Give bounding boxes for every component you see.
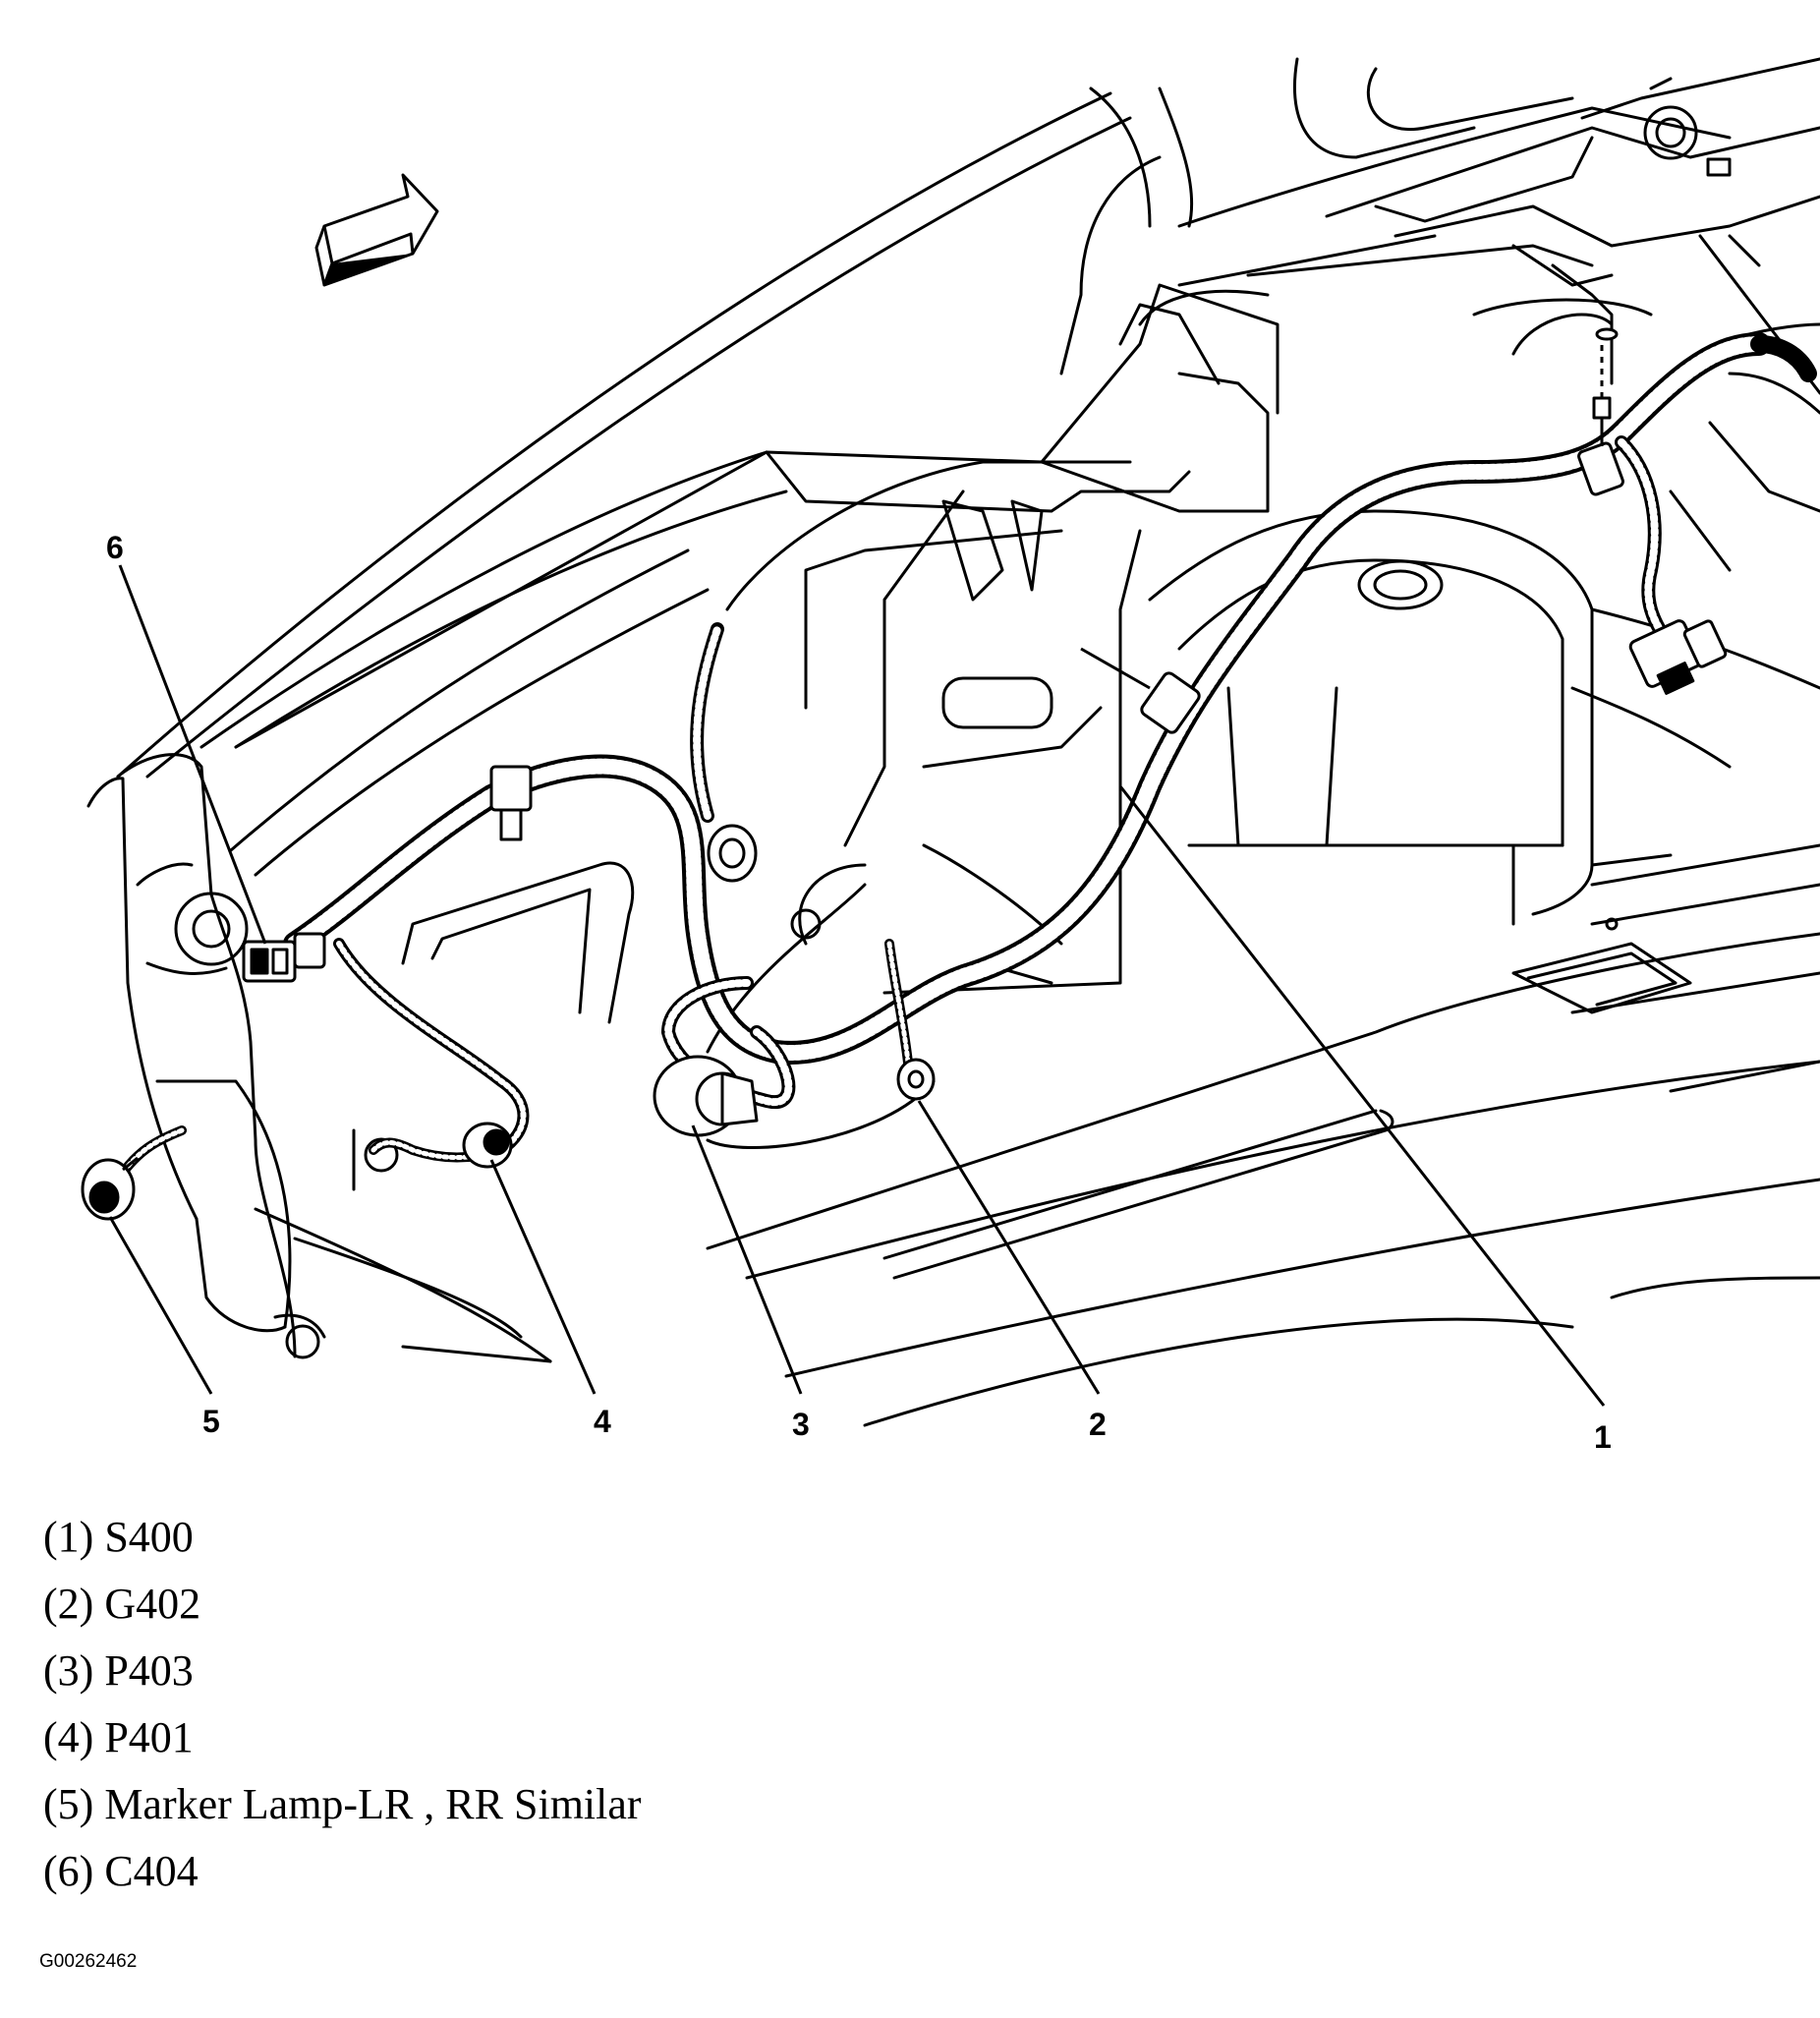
legend-item: (5) Marker Lamp-LR , RR Similar (43, 1771, 642, 1838)
wiring-harness (113, 332, 1817, 1184)
callout-2: 2 (1089, 1407, 1107, 1442)
legend-item: (3) P403 (43, 1638, 642, 1704)
harness-clip (489, 765, 533, 841)
legend-number: (6) (43, 1847, 94, 1895)
callout-4: 4 (594, 1404, 611, 1439)
legend-item: (4) P401 (43, 1704, 642, 1771)
callout-1: 1 (1594, 1419, 1612, 1455)
legend-text: P401 (104, 1713, 194, 1761)
legend-item: (6) C404 (43, 1838, 642, 1905)
legend-text: G402 (104, 1580, 201, 1628)
upper-clip (1577, 327, 1624, 496)
legend-number: (3) (43, 1646, 94, 1695)
connector-c404 (242, 932, 326, 983)
legend-text: P403 (104, 1646, 194, 1695)
component-parts (81, 327, 1728, 1221)
ground-g402 (896, 1058, 936, 1101)
grommet (707, 824, 758, 883)
wiring-harness-diagram: 1 2 3 4 5 6 (81, 57, 1820, 1455)
callout-6: 6 (106, 530, 124, 565)
legend-text: S400 (104, 1513, 194, 1561)
legend-text: C404 (104, 1847, 199, 1895)
legend-number: (1) (43, 1513, 94, 1561)
legend-item: (2) G402 (43, 1571, 642, 1638)
legend-number: (5) (43, 1780, 94, 1828)
splice-s400 (1140, 671, 1201, 734)
callout-3: 3 (792, 1407, 810, 1442)
legend-item: (1) S400 (43, 1504, 642, 1571)
socket-p401 (462, 1122, 513, 1169)
figure-code: G00262462 (39, 1951, 138, 1972)
socket-p403 (653, 1055, 759, 1137)
legend-text: Marker Lamp-LR , RR Similar (104, 1780, 642, 1828)
component-legend: (1) S400 (2) G402 (3) P403 (4) P401 (5) … (43, 1504, 642, 1905)
direction-arrow-icon (314, 173, 439, 287)
marker-lamp (81, 1156, 139, 1221)
legend-number: (4) (43, 1713, 94, 1761)
legend-number: (2) (43, 1580, 94, 1628)
body-panel-outlines (86, 57, 1820, 1427)
callout-5: 5 (202, 1404, 220, 1439)
leader-lines (108, 564, 1606, 1407)
right-connector (1628, 619, 1728, 695)
